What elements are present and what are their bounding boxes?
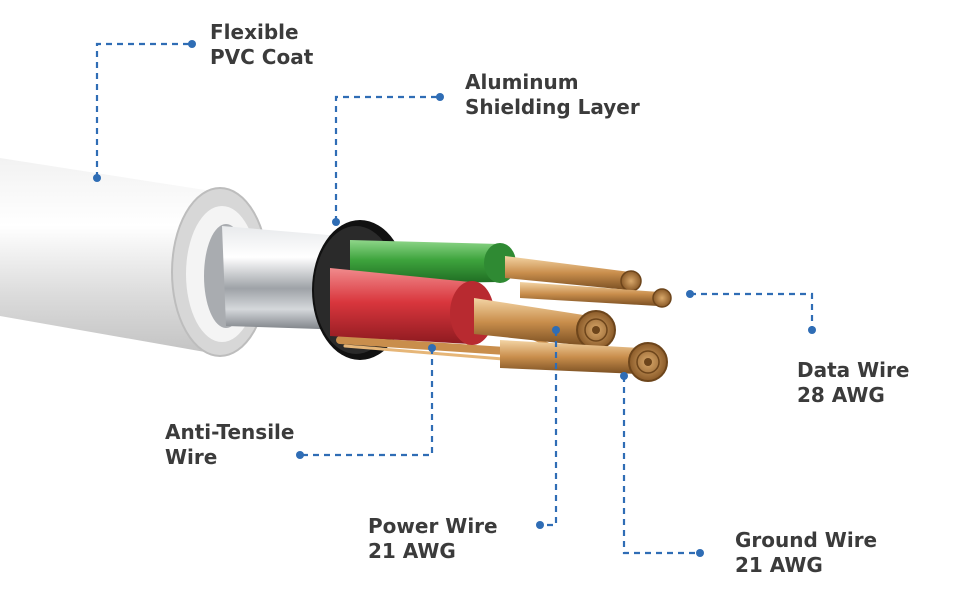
label-shielding: Aluminum Shielding Layer xyxy=(465,70,640,120)
label-power-wire: Power Wire 21 AWG xyxy=(368,514,498,564)
label-line: Wire xyxy=(165,445,218,469)
label-line: 28 AWG xyxy=(797,383,885,407)
leader-dot xyxy=(188,40,196,48)
label-line: Power Wire xyxy=(368,514,498,538)
leader-dot xyxy=(696,549,704,557)
leader-dot xyxy=(686,290,694,298)
white-data-wire xyxy=(520,282,672,308)
label-anti-tensile: Anti-Tensile Wire xyxy=(165,420,294,470)
ground-wire xyxy=(500,340,668,382)
leader-anti-tensile xyxy=(300,348,434,457)
leader-pvc-coat xyxy=(95,42,192,178)
leader-dot xyxy=(808,326,816,334)
label-line: Ground Wire xyxy=(735,528,878,552)
leader-dot xyxy=(620,372,628,380)
label-line: Anti-Tensile xyxy=(165,420,295,444)
label-pvc-coat: Flexible PVC Coat xyxy=(210,20,313,70)
leader-ground-wire xyxy=(622,376,700,555)
label-line: PVC Coat xyxy=(210,45,314,69)
leader-dot xyxy=(332,218,340,226)
label-data-wire: Data Wire 28 AWG xyxy=(797,358,909,408)
leader-dot xyxy=(552,326,560,334)
leader-dot xyxy=(428,344,436,352)
label-line: Shielding Layer xyxy=(465,95,640,119)
leader-dot xyxy=(436,93,444,101)
label-line: 21 AWG xyxy=(735,553,823,577)
label-line: Flexible xyxy=(210,20,299,44)
leader-shielding xyxy=(334,95,440,222)
label-line: 21 AWG xyxy=(368,539,456,563)
leader-dot xyxy=(93,174,101,182)
leader-data-wire xyxy=(690,292,814,330)
green-data-wire xyxy=(350,240,642,292)
red-power-wire xyxy=(330,268,616,350)
label-line: Aluminum xyxy=(465,70,579,94)
label-line: Data Wire xyxy=(797,358,910,382)
leader-dot xyxy=(296,451,304,459)
label-ground-wire: Ground Wire 21 AWG xyxy=(735,528,877,578)
leader-dot xyxy=(536,521,544,529)
